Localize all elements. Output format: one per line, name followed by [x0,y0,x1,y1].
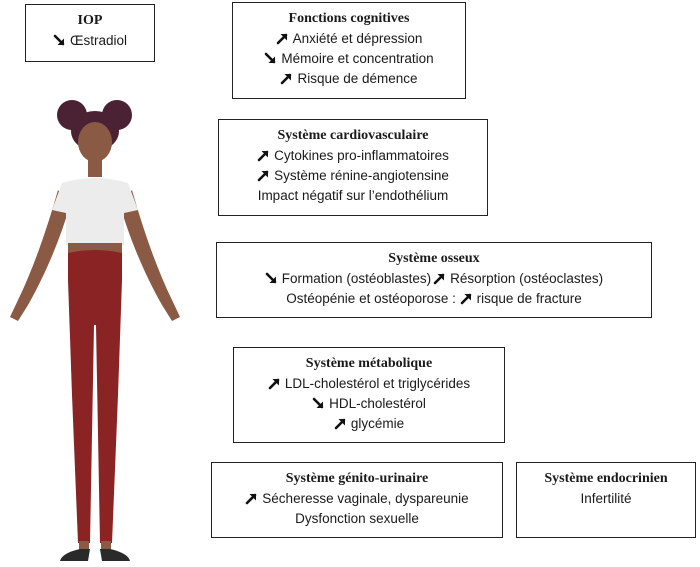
cardio-line: Impact négatif sur l’endothélium [219,186,487,206]
arrow-up-icon [433,272,446,285]
metabolic-line-text: glycémie [350,416,405,431]
cognitive-line-text: Risque de démence [297,71,418,86]
genito-line-text: Sécheresse vaginale, dyspareunie [262,491,469,506]
iop-line: Œstradiol [26,31,154,51]
neck [88,157,102,177]
endocrine-system-box: Système endocrinien Infertilité [516,462,696,538]
endocrine-lines: Infertilité [517,489,695,509]
ankle-right [101,541,111,551]
cognitive-line-text: Anxiété et dépression [292,31,423,46]
face [78,122,112,162]
arrow-up-icon [276,32,289,45]
arrow-up-icon [245,492,258,505]
genito-title: Système génito-urinaire [285,471,429,486]
bone-osteopenia: Ostéopénie et ostéoporose : [286,291,456,306]
cardio-line: Cytokines pro-inflammatoires [219,146,487,166]
metabolic-system-box: Système métabolique LDL-cholestérol et t… [233,347,505,443]
iop-title: IOP [77,13,103,28]
bone-fracture-risk: risque de fracture [476,291,582,306]
ankle-left [79,541,89,551]
metabolic-line: glycémie [234,414,504,434]
endocrine-title: Système endocrinien [544,471,668,486]
woman-illustration [10,100,180,561]
arrow-up-icon [268,377,281,390]
arrow-down-icon [265,272,278,285]
cognitive-line: Risque de démence [233,69,465,89]
shoe-left [60,549,90,561]
shoe-right [100,549,130,561]
cardio-line-text: Impact négatif sur l’endothélium [257,188,449,203]
cognitive-line: Anxiété et dépression [233,29,465,49]
metabolic-line: LDL-cholestérol et triglycérides [234,374,504,394]
arrow-up-icon [334,417,347,430]
genito-line: Dysfonction sexuelle [212,509,502,529]
arrow-up-icon [257,169,270,182]
cardio-line: Système rénine-angiotensine [219,166,487,186]
metabolic-line: HDL-cholestérol [234,394,504,414]
arrow-down-icon [264,52,277,65]
cognitive-line: Mémoire et concentration [233,49,465,69]
genito-urinary-box: Système génito-urinaire Sécheresse vagin… [211,462,503,538]
arrow-up-icon [460,292,473,305]
bone-formation: Formation (ostéoblastes) [281,271,432,286]
bone-line-1: Formation (ostéoblastes) Résorption (osté… [217,269,651,289]
cardio-line-text: Cytokines pro-inflammatoires [274,148,449,163]
bone-system-box: Système osseux Formation (ostéoblastes) R… [216,242,652,318]
cardio-title: Système cardiovasculaire [277,128,429,143]
arrow-up-icon [257,149,270,162]
bone-line-2: Ostéopénie et ostéoporose : risque de fr… [217,289,651,309]
endocrine-line-text: Infertilité [580,491,632,506]
metabolic-line-text: HDL-cholestérol [329,396,426,411]
iop-lines: Œstradiol [26,31,154,51]
endocrine-line: Infertilité [517,489,695,509]
arrow-down-icon [53,34,66,47]
metabolic-title: Système métabolique [305,356,433,371]
arm-left [10,190,70,321]
cardiovascular-box: Système cardiovasculaire Cytokines pro-i… [218,119,488,216]
arm-right [120,190,180,321]
shirt [52,178,138,249]
cognitive-title: Fonctions cognitives [288,11,410,26]
bone-title: Système osseux [388,251,480,266]
cognitive-functions-box: Fonctions cognitives Anxiété et dépressi… [232,2,466,99]
iop-line-text: Œstradiol [69,33,128,48]
cognitive-line-text: Mémoire et concentration [281,51,434,66]
genito-line: Sécheresse vaginale, dyspareunie [212,489,502,509]
metabolic-line-text: LDL-cholestérol et triglycérides [284,376,471,391]
bone-resorption: Résorption (ostéoclastes) [450,271,604,286]
cardio-line-text: Système rénine-angiotensine [274,168,449,183]
pants [68,250,122,543]
iop-box: IOP Œstradiol [25,4,155,62]
genito-line-text: Dysfonction sexuelle [295,511,419,526]
arrow-down-icon [312,397,325,410]
arrow-up-icon [280,72,293,85]
